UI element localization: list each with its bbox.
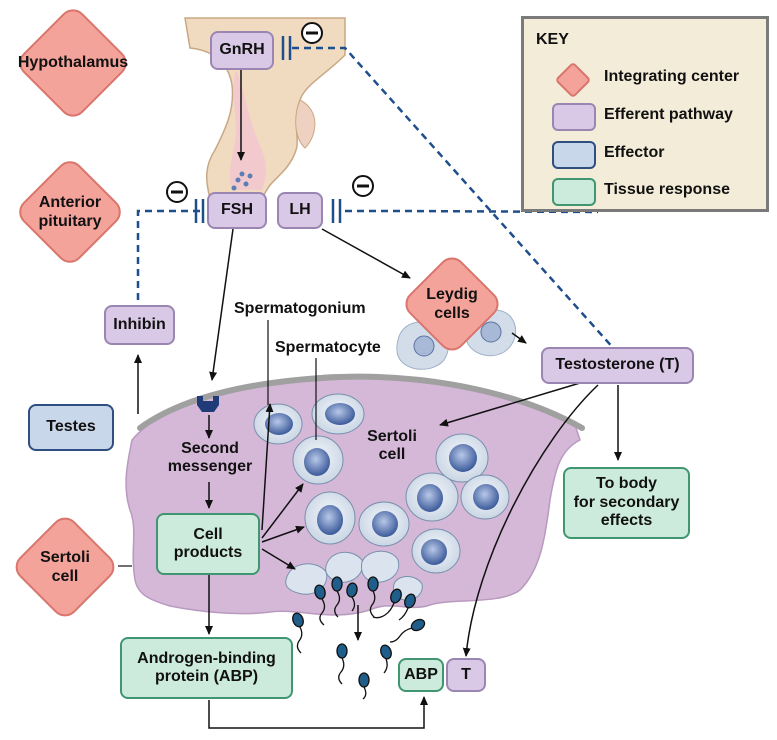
spermatid-cell xyxy=(361,550,400,583)
testes-box: Testes xyxy=(28,404,114,451)
products-to-spermatogonium-arrow xyxy=(261,403,274,531)
sperm-cells xyxy=(292,576,426,700)
products-to-spermatocyte-arrow-1 xyxy=(261,483,304,539)
spermatocyte-cell xyxy=(292,435,344,485)
key-item-tissue-response: Tissue response xyxy=(524,174,766,208)
inhibin-box: Inhibin xyxy=(104,305,175,345)
key-label: Tissue response xyxy=(604,181,730,198)
spermatocyte-cell xyxy=(460,474,510,520)
inhibition-symbols xyxy=(166,22,374,203)
key-item-efferent-pathway: Efferent pathway xyxy=(524,99,766,133)
leydig-cells-center: Leydig cells xyxy=(399,251,505,357)
spermatid-cell xyxy=(325,551,364,583)
abp-to-lumen-arrow xyxy=(208,696,428,729)
spermatocyte-cell xyxy=(358,501,410,547)
hypothalamus-label: Hypothalamus xyxy=(17,54,129,72)
germ-cells xyxy=(253,393,510,601)
spermatogonium-label: Spermatogonium xyxy=(234,300,366,317)
key-item-integrating-center: Integrating center xyxy=(524,61,766,99)
anterior-pituitary-center: Anterior pituitary xyxy=(8,155,132,269)
products-to-spermatocyte-arrow-2 xyxy=(261,525,305,543)
sertoli-cell-label: Sertoli cell xyxy=(367,428,417,464)
fsh-arrow xyxy=(209,228,234,381)
inhibin-to-fsh-feedback xyxy=(136,209,200,302)
key-title: KEY xyxy=(536,31,569,48)
spermatogonium-cell xyxy=(311,393,365,435)
anterior-pituitary-label: Anterior pituitary xyxy=(38,193,102,230)
spermatocyte-cell xyxy=(405,472,459,522)
key-efferent-swatch xyxy=(552,103,596,131)
lh-arrow xyxy=(321,228,411,279)
abp-long-box: Androgen-binding protein (ABP) xyxy=(120,637,293,699)
minus-circle-icon xyxy=(301,22,323,44)
key-diamond-swatch xyxy=(554,61,592,99)
key-label: Effector xyxy=(604,144,665,161)
feedback-lines xyxy=(136,46,616,351)
products-to-spermatid-arrow xyxy=(261,548,296,570)
leydig-to-testosterone-arrow xyxy=(511,332,527,344)
spermatocyte-cell xyxy=(435,433,489,483)
key-effector-swatch xyxy=(552,141,596,169)
gnrh-box: GnRH xyxy=(210,31,274,70)
hypothalamus-center: Hypothalamus xyxy=(8,3,138,123)
testosterone-box: Testosterone (T) xyxy=(541,347,694,384)
minus-circle-icon xyxy=(166,181,188,203)
t-box: T xyxy=(446,658,486,692)
key-label: Integrating center xyxy=(604,68,740,85)
testosterone-to-lh-feedback xyxy=(345,209,599,214)
key-tissue-swatch xyxy=(552,178,596,206)
spermatocyte-label: Spermatocyte xyxy=(275,339,381,356)
abp-short-box: ABP xyxy=(398,658,444,692)
label-pointers xyxy=(118,320,317,567)
testosterone-to-hypothalamus-feedback xyxy=(292,46,616,351)
fsh-box: FSH xyxy=(207,192,267,229)
testosterone-to-sertoli-arrow xyxy=(439,382,581,427)
key-item-effector: Effector xyxy=(524,137,766,171)
lh-box: LH xyxy=(277,192,323,229)
spermatogonium-cell xyxy=(253,403,303,445)
leydig-cells-label: Leydig cells xyxy=(426,285,478,322)
secondary-effects-box: To body for secondary effects xyxy=(563,467,690,539)
key-label: Efferent pathway xyxy=(604,106,733,123)
minus-circle-icon xyxy=(352,175,374,197)
sertoli-cell-center-label: Sertoli cell xyxy=(40,548,90,585)
pathway-arrows xyxy=(134,70,622,729)
legend-key: KEY Integrating center Efferent pathway … xyxy=(521,16,769,212)
second-messenger-label: Second messenger xyxy=(167,440,253,476)
cell-products-box: Cell products xyxy=(156,513,260,575)
spermatocyte-cell xyxy=(304,491,356,545)
spermatocyte-cell xyxy=(411,528,461,574)
receptor-icon xyxy=(197,396,219,412)
testosterone-to-t-arrow xyxy=(462,384,599,657)
inhibition-bars xyxy=(194,36,342,223)
sertoli-cell-center: Sertoli cell xyxy=(9,511,121,623)
